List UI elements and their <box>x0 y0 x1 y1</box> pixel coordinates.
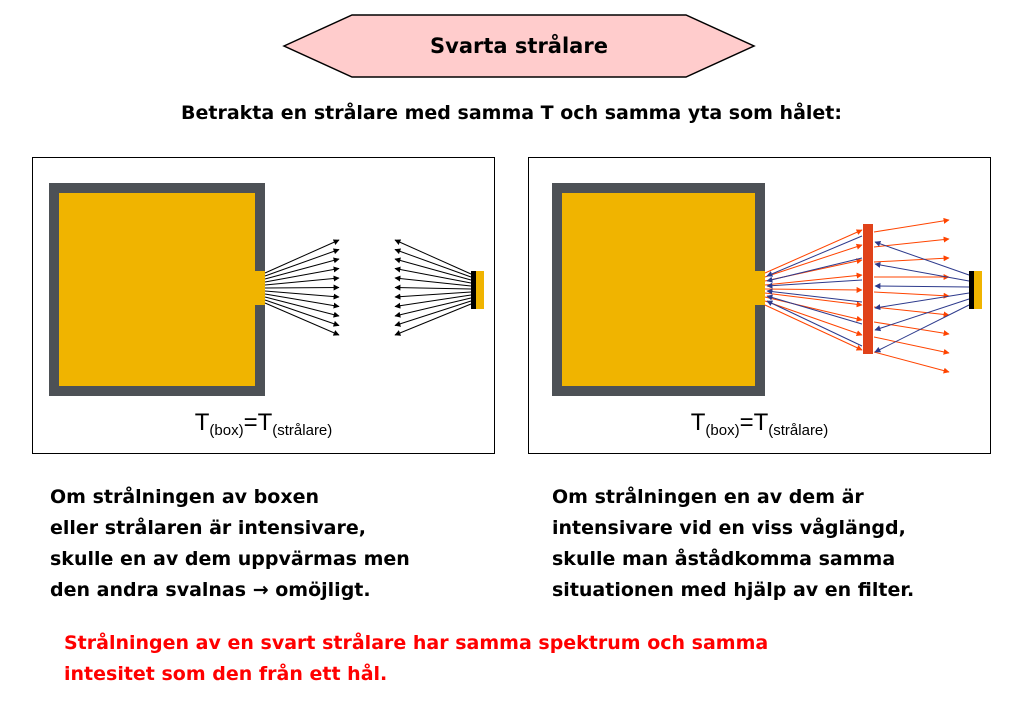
ray-arrow-red <box>764 229 863 274</box>
ray-arrow <box>264 275 340 286</box>
ray-arrow-blue <box>766 294 863 325</box>
box-interior <box>562 193 755 386</box>
ray-arrow <box>264 284 340 291</box>
ray-arrow <box>394 275 472 287</box>
ray-arrow-blue <box>874 292 970 311</box>
ray-arrow-red <box>764 243 863 278</box>
ray-arrow <box>394 303 472 336</box>
radiator-plate <box>969 271 974 309</box>
ray-arrow-blue <box>874 304 970 353</box>
slide-title: Svarta strålare <box>430 34 608 58</box>
ray-arrow-red <box>873 291 950 299</box>
rays-from-box <box>264 239 340 336</box>
ray-arrow-red <box>873 217 950 233</box>
ray-arrow <box>264 257 340 280</box>
box-hole <box>755 271 765 305</box>
ray-arrow <box>394 239 472 275</box>
box-interior <box>59 193 255 386</box>
ray-arrow <box>264 239 340 274</box>
ray-arrow <box>394 291 472 300</box>
title-hexagon <box>282 14 756 78</box>
right-panel: T(box)=T(strålare) <box>528 157 991 454</box>
ray-arrow-red <box>873 351 950 374</box>
ray-arrow <box>264 302 340 336</box>
ray-arrow-blue <box>766 235 863 277</box>
ray-arrow-blue <box>874 283 970 290</box>
arrow-symbol: → <box>252 579 269 601</box>
temperature-equation: T(box)=T(strålare) <box>690 409 829 439</box>
conclusion: Strålningen av en svart strålare har sam… <box>64 632 769 685</box>
ray-arrow <box>394 300 472 327</box>
radiator-body <box>476 271 484 309</box>
ray-arrow-red <box>873 306 950 318</box>
box-and-radiator-diagram <box>49 183 484 396</box>
ray-arrow-blue <box>874 240 970 276</box>
ray-arrow-blue <box>766 300 863 347</box>
radiator-body <box>974 271 982 309</box>
ray-arrow-red <box>764 304 863 351</box>
ray-arrow-red <box>873 321 950 337</box>
temperature-equation: T(box)=T(strålare) <box>194 409 333 439</box>
ray-arrow <box>394 284 472 291</box>
ray-arrow-blue <box>874 298 970 332</box>
ray-arrow <box>394 297 472 318</box>
filtered-rays <box>764 217 970 374</box>
box-filter-radiator-diagram <box>552 183 982 396</box>
ray-arrow <box>264 266 340 283</box>
ray-arrow <box>394 257 472 281</box>
rays-from-radiator <box>394 239 472 336</box>
ray-arrow <box>394 266 472 284</box>
ray-arrow <box>264 248 340 277</box>
right-explanation: Om strålningen en av dem är intensivare … <box>552 486 915 601</box>
ray-arrow <box>264 296 340 318</box>
ray-arrow-red <box>764 272 863 286</box>
subtitle: Betrakta en strålare med samma T och sam… <box>181 102 842 124</box>
ray-arrow-blue <box>874 262 970 282</box>
ray-arrow <box>264 299 340 327</box>
radiator-plate <box>471 271 476 309</box>
ray-arrow <box>394 248 472 278</box>
ray-arrow-red <box>764 300 863 337</box>
ray-arrow-red <box>764 286 863 293</box>
ray-arrow <box>264 293 340 309</box>
filter <box>863 224 873 354</box>
ray-arrow-red <box>764 296 863 322</box>
ray-arrow-red <box>873 336 950 355</box>
ray-arrow-blue <box>766 288 863 303</box>
left-panel: T(box)=T(strålare) <box>32 157 495 454</box>
box-hole <box>255 271 265 305</box>
ray-arrow-blue <box>766 279 863 289</box>
ray-arrow-blue <box>766 257 863 283</box>
ray-arrow-red <box>873 255 950 263</box>
ray-arrow <box>394 294 472 309</box>
ray-arrow <box>264 290 340 300</box>
ray-arrow-red <box>764 292 863 308</box>
left-explanation: Om strålningen av boxen eller strålaren … <box>50 486 410 601</box>
